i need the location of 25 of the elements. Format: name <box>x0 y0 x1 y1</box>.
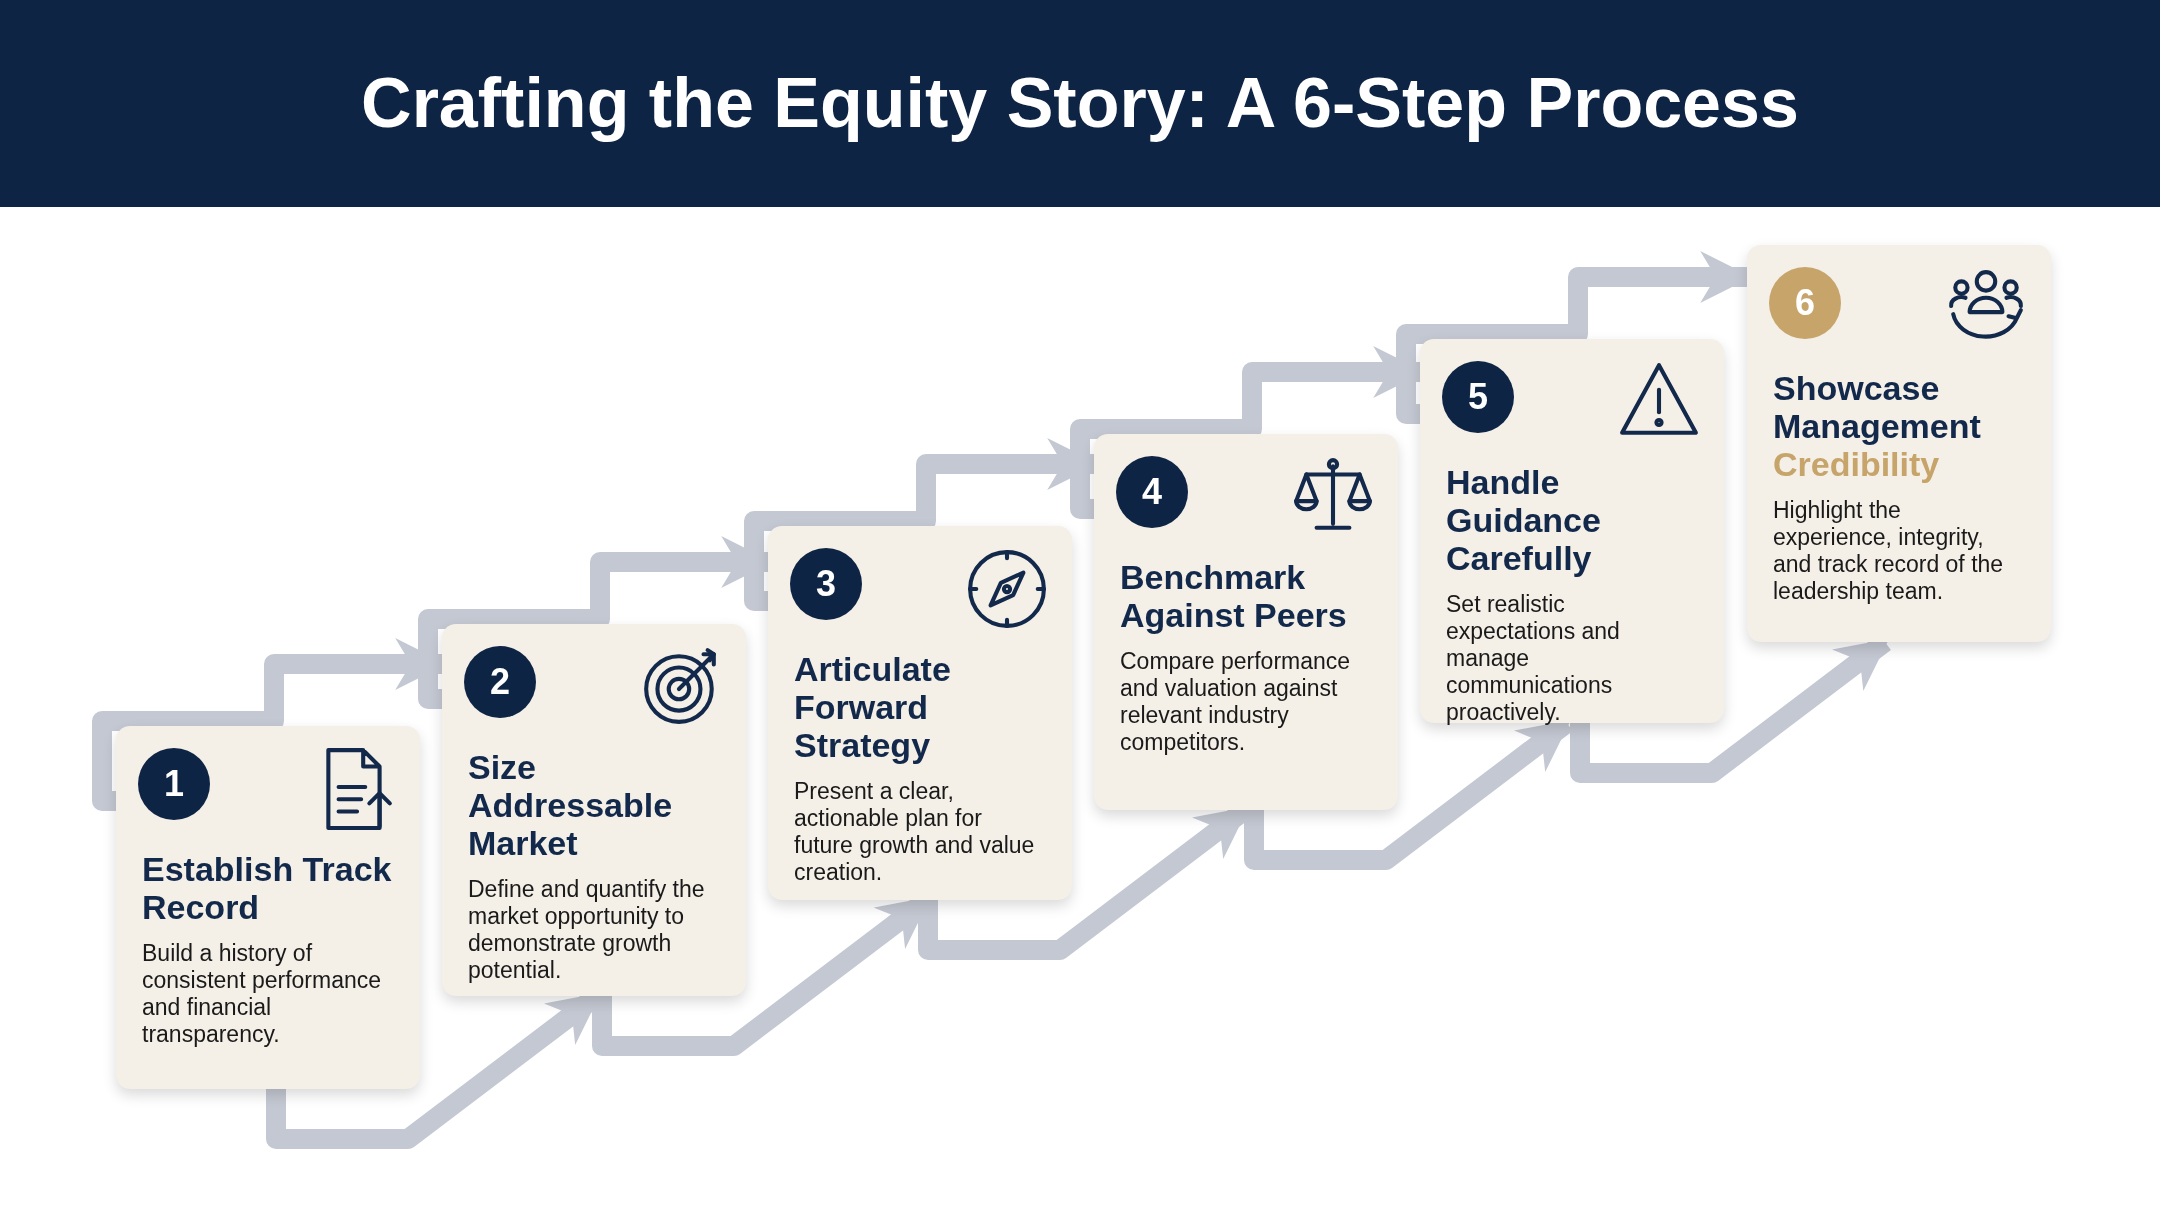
step-description: Compare performance and valuation against relevant industry competitors. <box>1120 648 1352 756</box>
step-title: Showcase Management Credibility <box>1773 369 1982 483</box>
step-number-badge: 5 <box>1442 361 1514 433</box>
step-card <box>1747 245 2051 642</box>
step-card <box>768 526 1072 900</box>
step-description: Highlight the experience, integrity, and track record of the leadership team. <box>1773 497 2005 605</box>
step-card <box>1094 434 1398 810</box>
step-description: Present a clear, actionable plan for future growth and value creation. <box>794 778 1036 886</box>
step-description: Build a history of consistent performance and financial transparency. <box>142 940 383 1048</box>
step-title: Establish Track Record <box>142 850 393 926</box>
step-number-badge: 3 <box>790 548 862 620</box>
step-title: Articulate Forward Strategy <box>794 650 952 764</box>
step-card <box>1420 339 1724 723</box>
step-card <box>116 726 420 1089</box>
step-description: Define and quantify the market opportunity to demonstrate growth potential. <box>468 876 706 984</box>
step-number-badge: 6 <box>1769 267 1841 339</box>
step-title: Handle Guidance Carefully <box>1446 463 1602 577</box>
step-title: Size Addressable Market <box>468 748 674 862</box>
step-description: Set realistic expectations and manage communications proactively. <box>1446 591 1621 726</box>
step-number-badge: 4 <box>1116 456 1188 528</box>
step-card <box>442 624 746 996</box>
step-title: Benchmark Against Peers <box>1120 558 1348 634</box>
step-number-badge: 2 <box>464 646 536 718</box>
step-number-badge: 1 <box>138 748 210 820</box>
title: Crafting the Equity Story: A 6-Step Process <box>360 63 1800 144</box>
